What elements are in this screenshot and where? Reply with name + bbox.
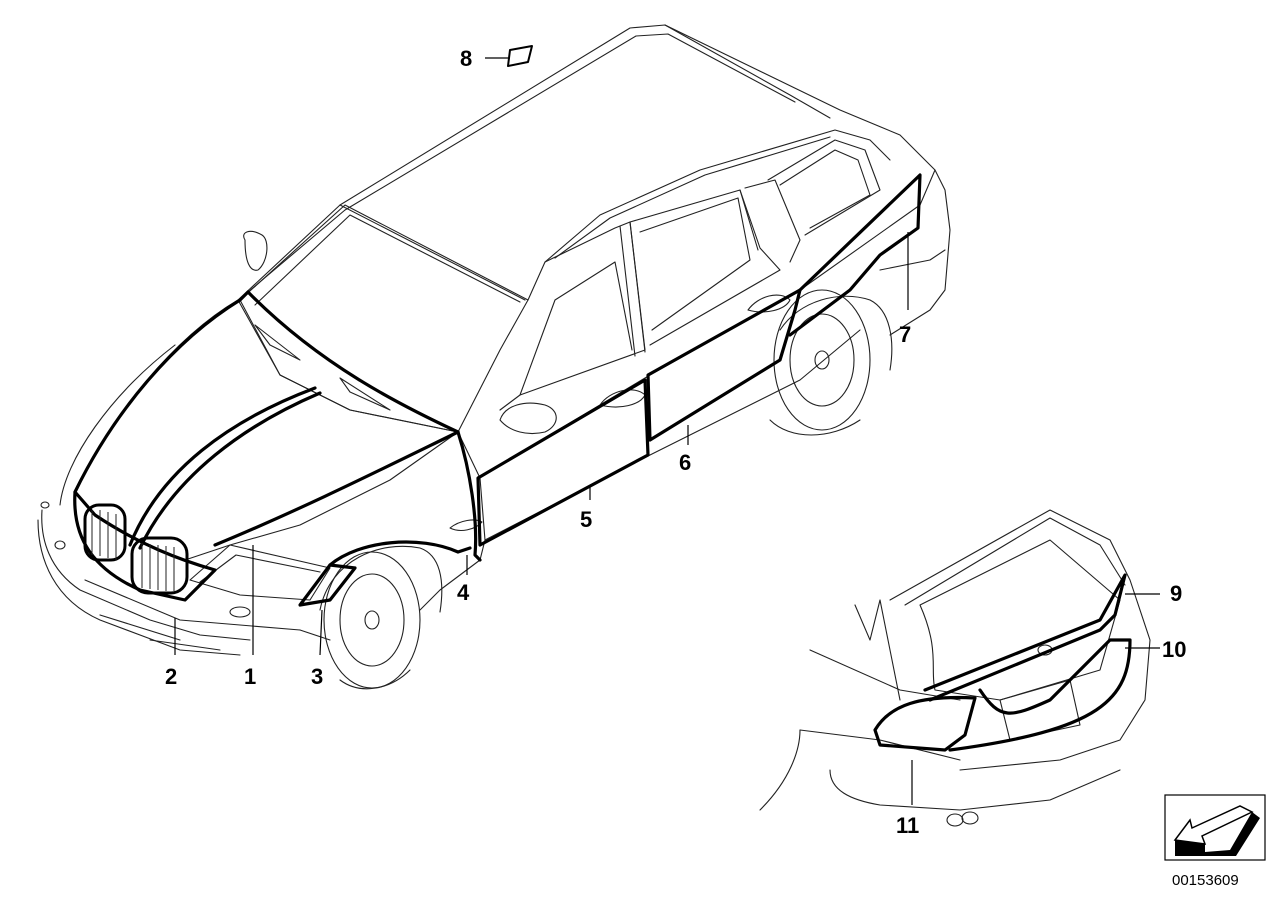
- callout-labels: 1 2 3 4 5 6 7 8 9 10 11: [165, 46, 1186, 838]
- callout-6: 6: [679, 450, 691, 475]
- callout-10: 10: [1162, 637, 1186, 662]
- callout-5: 5: [580, 507, 592, 532]
- part-fender-side: [456, 430, 482, 562]
- car-body-outline: [37, 24, 951, 690]
- callout-3: 3: [311, 664, 323, 689]
- stripe-parts: [73, 45, 922, 607]
- part-grille: [73, 490, 217, 602]
- callout-11: 11: [896, 813, 919, 838]
- part-fender-front: [298, 563, 357, 607]
- leader-lines: [174, 57, 1160, 805]
- part-roof-badge: [507, 45, 533, 67]
- part-tail-light: [873, 695, 977, 752]
- part-hood-stripe: [73, 290, 460, 547]
- rear-view-outline: [759, 509, 1151, 827]
- document-number: 00153609: [1172, 872, 1239, 889]
- part-front-door: [476, 378, 650, 547]
- callout-1: 1: [244, 664, 256, 689]
- callout-4: 4: [457, 580, 470, 605]
- callout-8: 8: [460, 46, 472, 71]
- callout-7: 7: [899, 322, 911, 347]
- arrow-direction-icon: [1164, 794, 1266, 861]
- rear-stripe-parts: [873, 573, 1132, 752]
- part-tailgate-upper: [923, 573, 1127, 702]
- callout-9: 9: [1170, 581, 1182, 606]
- part-tailgate-lower: [948, 638, 1132, 752]
- part-rear-quarter: [788, 173, 922, 337]
- part-rear-door: [646, 288, 802, 442]
- callout-2: 2: [165, 664, 177, 689]
